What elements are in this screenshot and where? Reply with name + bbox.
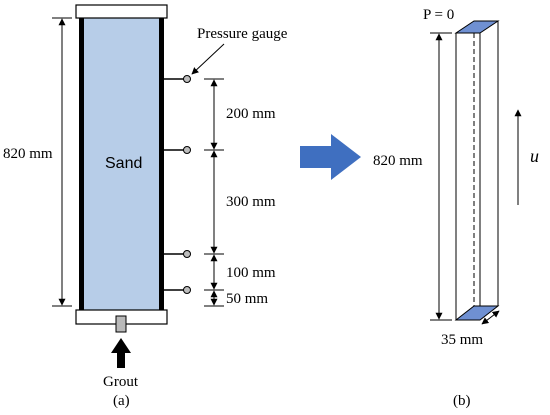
model-column xyxy=(455,21,499,320)
gauge-pointer-arrow xyxy=(191,43,225,75)
column-height-label: 820 mm xyxy=(3,146,53,162)
spacing-label-50: 50 mm xyxy=(226,291,268,307)
model-height-label: 820 mm xyxy=(373,153,423,169)
panel-b-caption: (b) xyxy=(453,393,471,409)
grout-label: Grout xyxy=(103,374,139,390)
model-width-label: 35 mm xyxy=(441,332,483,348)
spacing-label-200: 200 mm xyxy=(226,106,276,122)
grout-flow-arrow xyxy=(111,338,131,368)
grout-inlet xyxy=(115,315,127,333)
pressure-gauge-label: Pressure gauge xyxy=(197,26,288,42)
spacing-label-300: 300 mm xyxy=(226,194,276,210)
sand-column xyxy=(79,17,164,311)
transition-arrow xyxy=(300,134,361,180)
column-left-wall xyxy=(79,18,84,310)
top-face xyxy=(454,20,500,34)
panel-a-caption: (a) xyxy=(113,393,130,409)
bottom-face xyxy=(454,305,500,321)
pressure-gauge-3 xyxy=(164,250,191,258)
column-top-cap xyxy=(75,4,168,19)
velocity-symbol: u xyxy=(530,146,539,166)
sand-label: Sand xyxy=(105,155,142,172)
pressure-gauge-4 xyxy=(164,286,191,294)
model-width-dimension xyxy=(481,310,500,325)
column-right-wall xyxy=(159,18,164,310)
spacing-label-100: 100 mm xyxy=(226,265,276,281)
top-boundary-label: P = 0 xyxy=(423,7,454,23)
panel-b: P = 0 820 mm 35 mm u (b) xyxy=(373,7,539,409)
pressure-gauge-1 xyxy=(164,75,191,83)
pressure-gauge-2 xyxy=(164,146,191,154)
panel-a: Sand 820 mm Pressure gauge xyxy=(3,4,288,409)
